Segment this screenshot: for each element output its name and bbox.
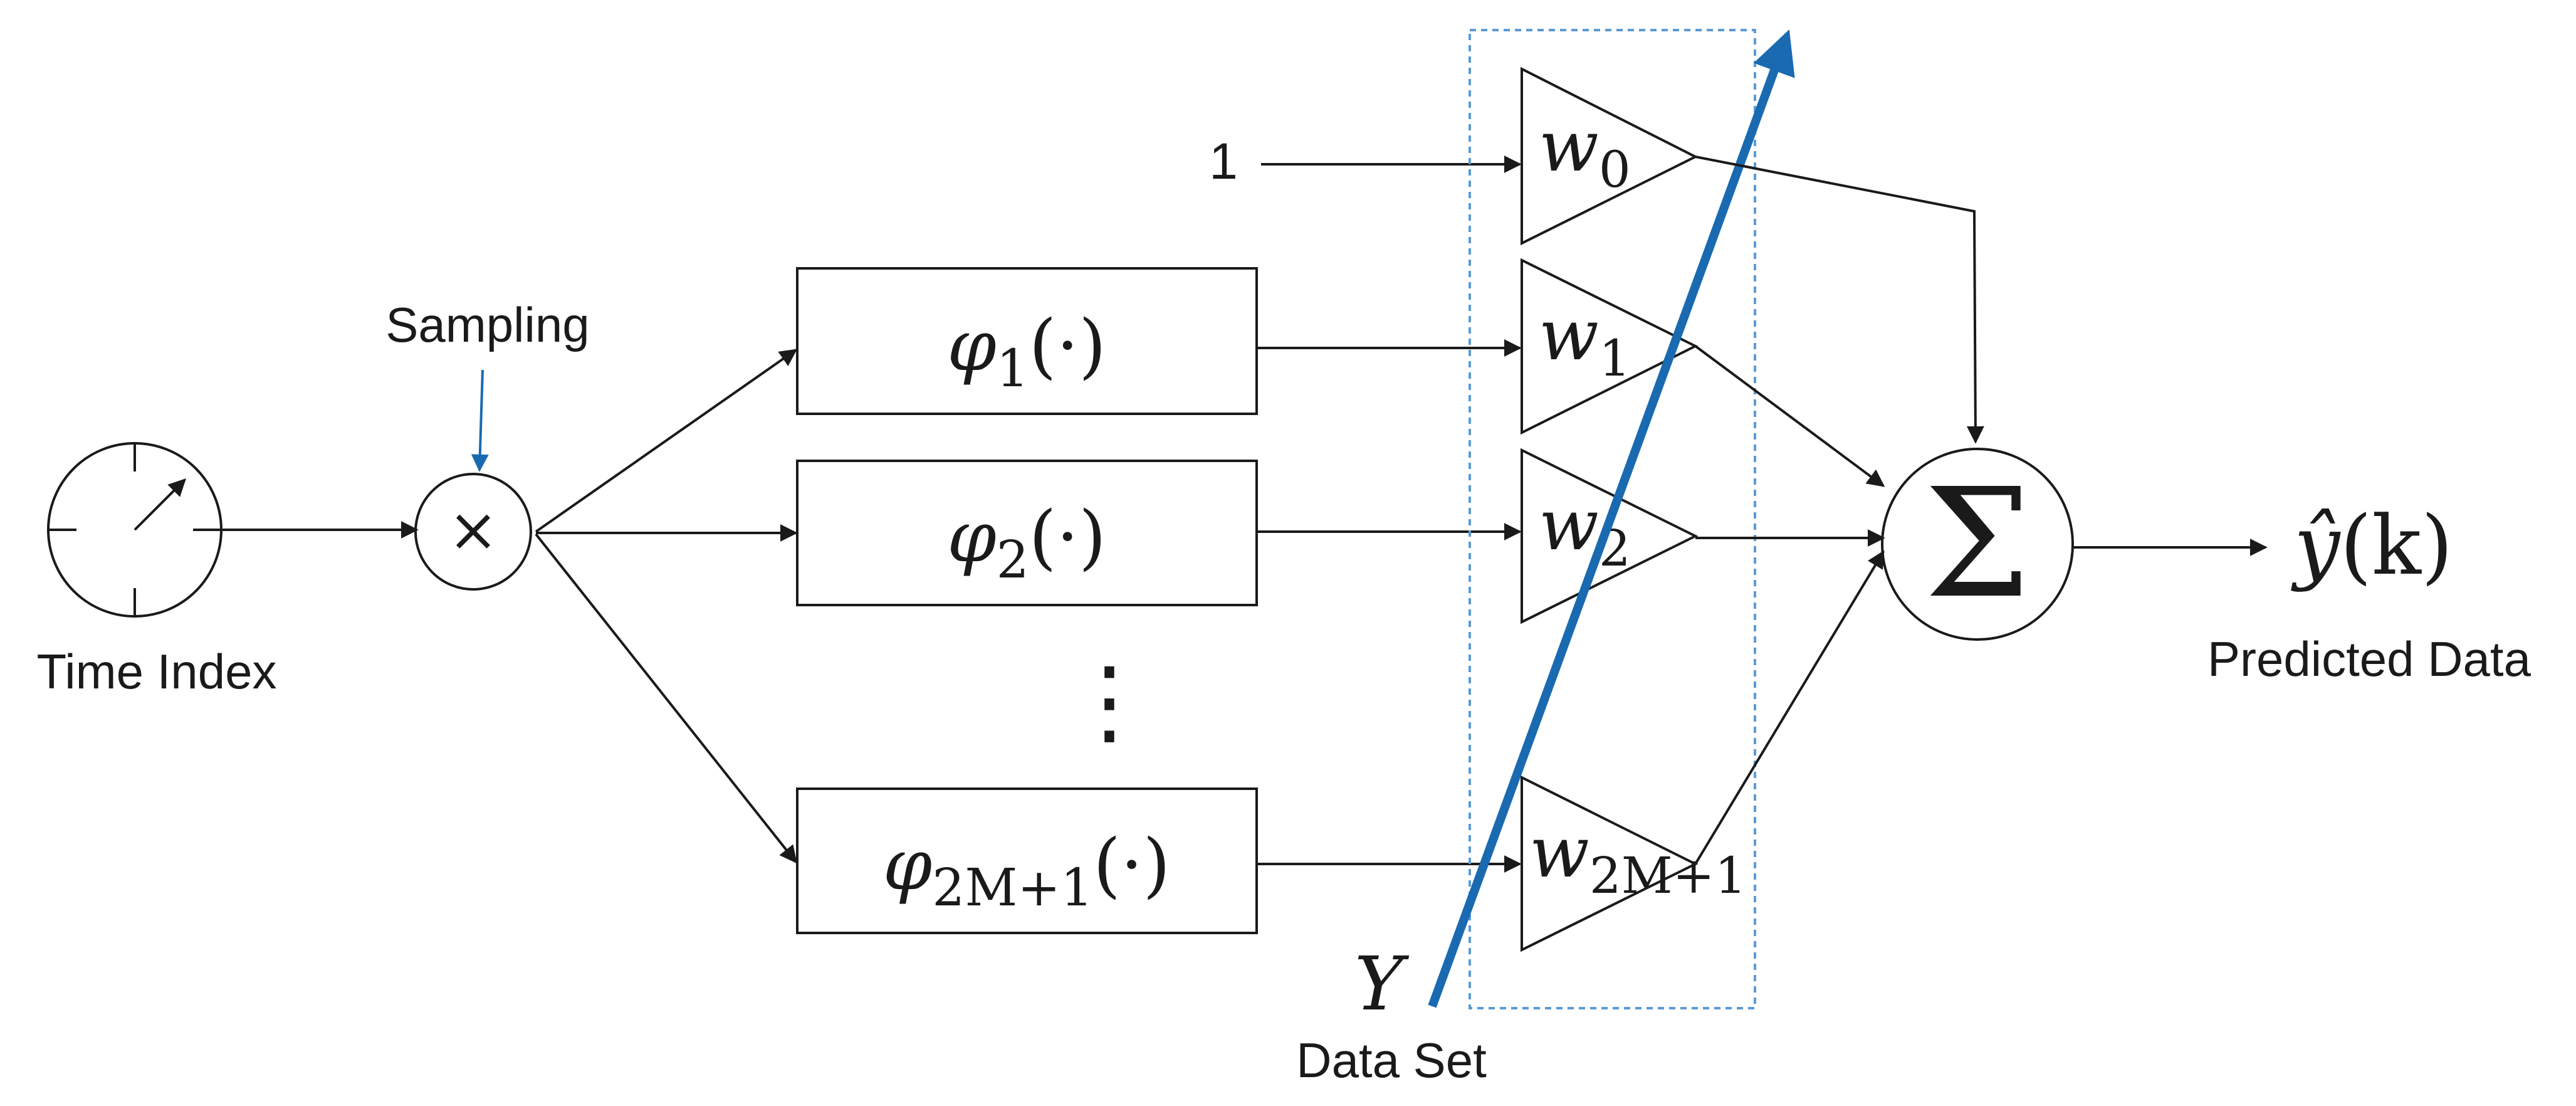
basis-function-box-1: φ1(·) <box>796 267 1258 415</box>
basis-function-arg: (·) <box>1029 497 1106 578</box>
basis-function-box-2m1: φ2M+1(·) <box>796 787 1258 934</box>
data-symbol: Y <box>1354 940 1410 1027</box>
svg-text:w2M+1: w2M+1 <box>1529 812 1747 905</box>
time-index-label: Time Index <box>37 644 277 699</box>
summation-symbol: Σ <box>1924 456 2031 631</box>
svg-text:φ2(·): φ2(·) <box>947 497 1106 590</box>
basis-function-symbol: φ <box>883 824 932 906</box>
weight-subscript: 2M+1 <box>1589 846 1747 905</box>
weight-symbol: w <box>1539 295 1599 376</box>
data-set-label: Data Set <box>1296 1033 1487 1088</box>
sampler-node: × <box>414 473 532 591</box>
predicted-data-label: Predicted Data <box>2207 631 2531 687</box>
data-set-arrow <box>1428 29 1795 1008</box>
weight-gain-2m1: w2M+1 <box>1521 775 1747 952</box>
basis-function-subscript: 2M+1 <box>932 858 1093 918</box>
sampling-label: Sampling <box>385 297 589 352</box>
output-symbol: ŷ <box>2291 498 2341 593</box>
svg-text:ŷ(k): ŷ(k) <box>2291 498 2453 593</box>
svg-text:w2: w2 <box>1539 485 1631 577</box>
basis-function-symbol: φ <box>947 497 996 578</box>
weight-symbol: w <box>1539 106 1599 187</box>
sampling-arrow <box>471 369 489 472</box>
weight-subscript: 1 <box>1599 329 1631 387</box>
sampler-to-phi1-arrow <box>535 349 798 533</box>
weight-gain-0: w0 <box>1521 66 1699 246</box>
w0-to-sum-arrow <box>1695 155 1984 444</box>
data-set-box <box>1469 29 1756 1009</box>
sampler-to-phi2m1-arrow <box>535 533 797 864</box>
svg-text:w1: w1 <box>1539 295 1631 387</box>
svg-text:φ1(·): φ1(·) <box>947 305 1106 399</box>
output-arg: (k) <box>2340 498 2453 593</box>
ellipsis: ⋮ <box>1062 647 1156 756</box>
clock-icon <box>47 442 223 618</box>
w1-to-sum-arrow <box>1694 345 1885 487</box>
weight-symbol: w <box>1539 485 1599 566</box>
multiplier-symbol: × <box>448 495 498 565</box>
weight-symbol: w <box>1529 812 1589 893</box>
basis-function-box-2: φ2(·) <box>796 460 1258 606</box>
basis-function-subscript: 2 <box>997 530 1029 590</box>
basis-function-symbol: φ <box>947 305 996 387</box>
summation-node: Σ <box>1881 448 2074 641</box>
svg-text:φ2M+1(·): φ2M+1(·) <box>883 824 1170 918</box>
basis-function-subscript: 1 <box>997 339 1029 399</box>
constant-input-label: 1 <box>1209 133 1238 190</box>
weight-gain-1: w1 <box>1521 258 1699 435</box>
w2m1-to-sum-arrow <box>1694 550 1885 865</box>
weight-subscript: 0 <box>1599 140 1631 199</box>
basis-function-arg: (·) <box>1029 305 1106 387</box>
svg-text:w0: w0 <box>1539 106 1631 199</box>
basis-function-arg: (·) <box>1093 824 1170 906</box>
